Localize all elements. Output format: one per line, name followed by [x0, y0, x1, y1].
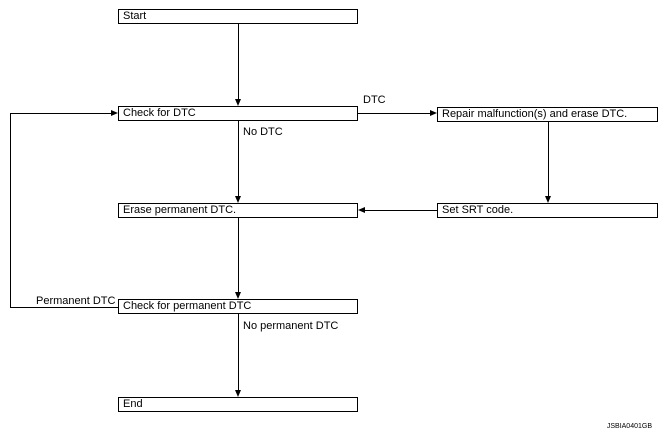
- arrowhead-down-icon: [545, 196, 551, 203]
- connector-loop-vertical: [10, 113, 11, 308]
- arrowhead-down-icon: [235, 292, 241, 299]
- connector-loop-top: [10, 113, 111, 114]
- connector-check-dtc-to-repair: [358, 113, 430, 114]
- node-start: Start: [118, 9, 358, 24]
- node-repair-malfunction-label: Repair malfunction(s) and erase DTC.: [442, 108, 628, 120]
- edge-label-no-permanent-dtc: No permanent DTC: [243, 320, 339, 332]
- node-erase-permanent-dtc: Erase permanent DTC.: [118, 203, 358, 218]
- arrowhead-right-icon: [430, 110, 437, 116]
- node-check-for-dtc: Check for DTC: [118, 106, 358, 121]
- arrowhead-right-icon: [111, 110, 118, 116]
- node-repair-malfunction: Repair malfunction(s) and erase DTC.: [437, 107, 658, 122]
- edge-label-permanent-dtc: Permanent DTC: [36, 295, 116, 307]
- node-erase-permanent-dtc-label: Erase permanent DTC.: [123, 204, 237, 216]
- node-check-for-dtc-label: Check for DTC: [123, 107, 196, 119]
- connector-erase-to-check-permanent: [238, 218, 239, 292]
- figure-code: JSBIA0401GB: [606, 423, 652, 430]
- node-end-label: End: [123, 398, 143, 410]
- arrowhead-down-icon: [235, 196, 241, 203]
- connector-repair-to-set-srt: [548, 122, 549, 196]
- edge-label-no-dtc: No DTC: [243, 126, 283, 138]
- node-start-label: Start: [123, 10, 147, 22]
- node-set-srt-code: Set SRT code.: [437, 203, 658, 218]
- edge-label-dtc: DTC: [363, 94, 386, 106]
- arrowhead-down-icon: [235, 99, 241, 106]
- connector-loop-bottom: [10, 307, 118, 308]
- node-check-for-permanent-dtc-label: Check for permanent DTC: [123, 300, 252, 312]
- connector-check-permanent-to-end: [238, 314, 239, 390]
- connector-set-srt-to-erase: [365, 210, 437, 211]
- node-check-for-permanent-dtc: Check for permanent DTC: [118, 299, 358, 314]
- node-set-srt-code-label: Set SRT code.: [442, 204, 514, 216]
- arrowhead-down-icon: [235, 390, 241, 397]
- connector-check-dtc-to-erase: [238, 121, 239, 196]
- node-end: End: [118, 397, 358, 412]
- connector-start-to-check-dtc: [238, 24, 239, 99]
- arrowhead-left-icon: [358, 207, 365, 213]
